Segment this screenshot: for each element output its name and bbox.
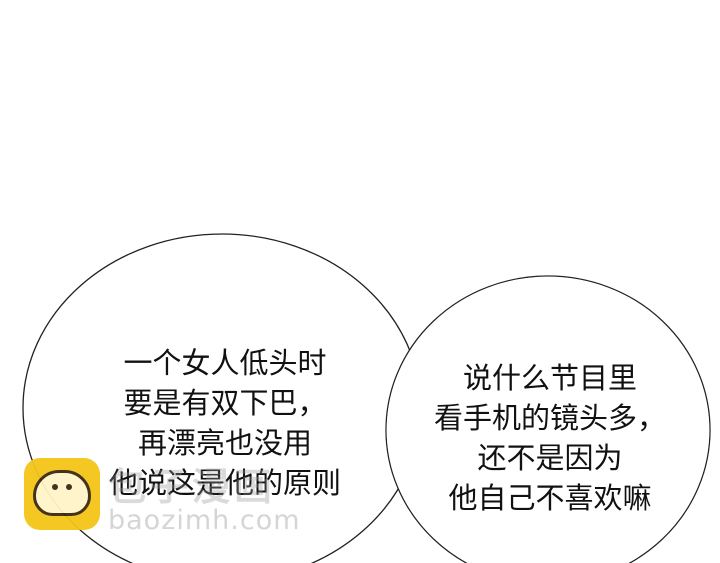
watermark-title: 包子漫画 — [108, 465, 277, 509]
left-line-2: 要是有双下巴， — [123, 386, 327, 420]
right-line-1: 说什么节目里 — [462, 361, 637, 395]
left-line-3: 再漂亮也没用 — [137, 426, 312, 460]
left-line-1: 一个女人低头时 — [123, 346, 327, 380]
bun-icon — [24, 458, 100, 530]
right-line-4: 他自己不喜欢嘛 — [448, 481, 652, 515]
bun-eye-left — [52, 484, 58, 490]
left-balloon-text: 一个女人低头时 要是有双下巴， 再漂亮也没用 他说这是他的原则 — [70, 343, 380, 503]
left-line-4: 他说这是他的原则 — [108, 466, 341, 500]
bun-shape — [33, 470, 91, 516]
right-line-2: 看手机的镜头多， — [433, 401, 666, 435]
right-balloon-text: 说什么节目里 看手机的镜头多， 还不是因为 他自己不喜欢嘛 — [415, 358, 685, 518]
right-line-3: 还不是因为 — [477, 441, 623, 475]
watermark-url: baozimh.com — [108, 505, 301, 536]
balloon-join-mask — [386, 276, 710, 563]
bun-eye-right — [66, 484, 72, 490]
